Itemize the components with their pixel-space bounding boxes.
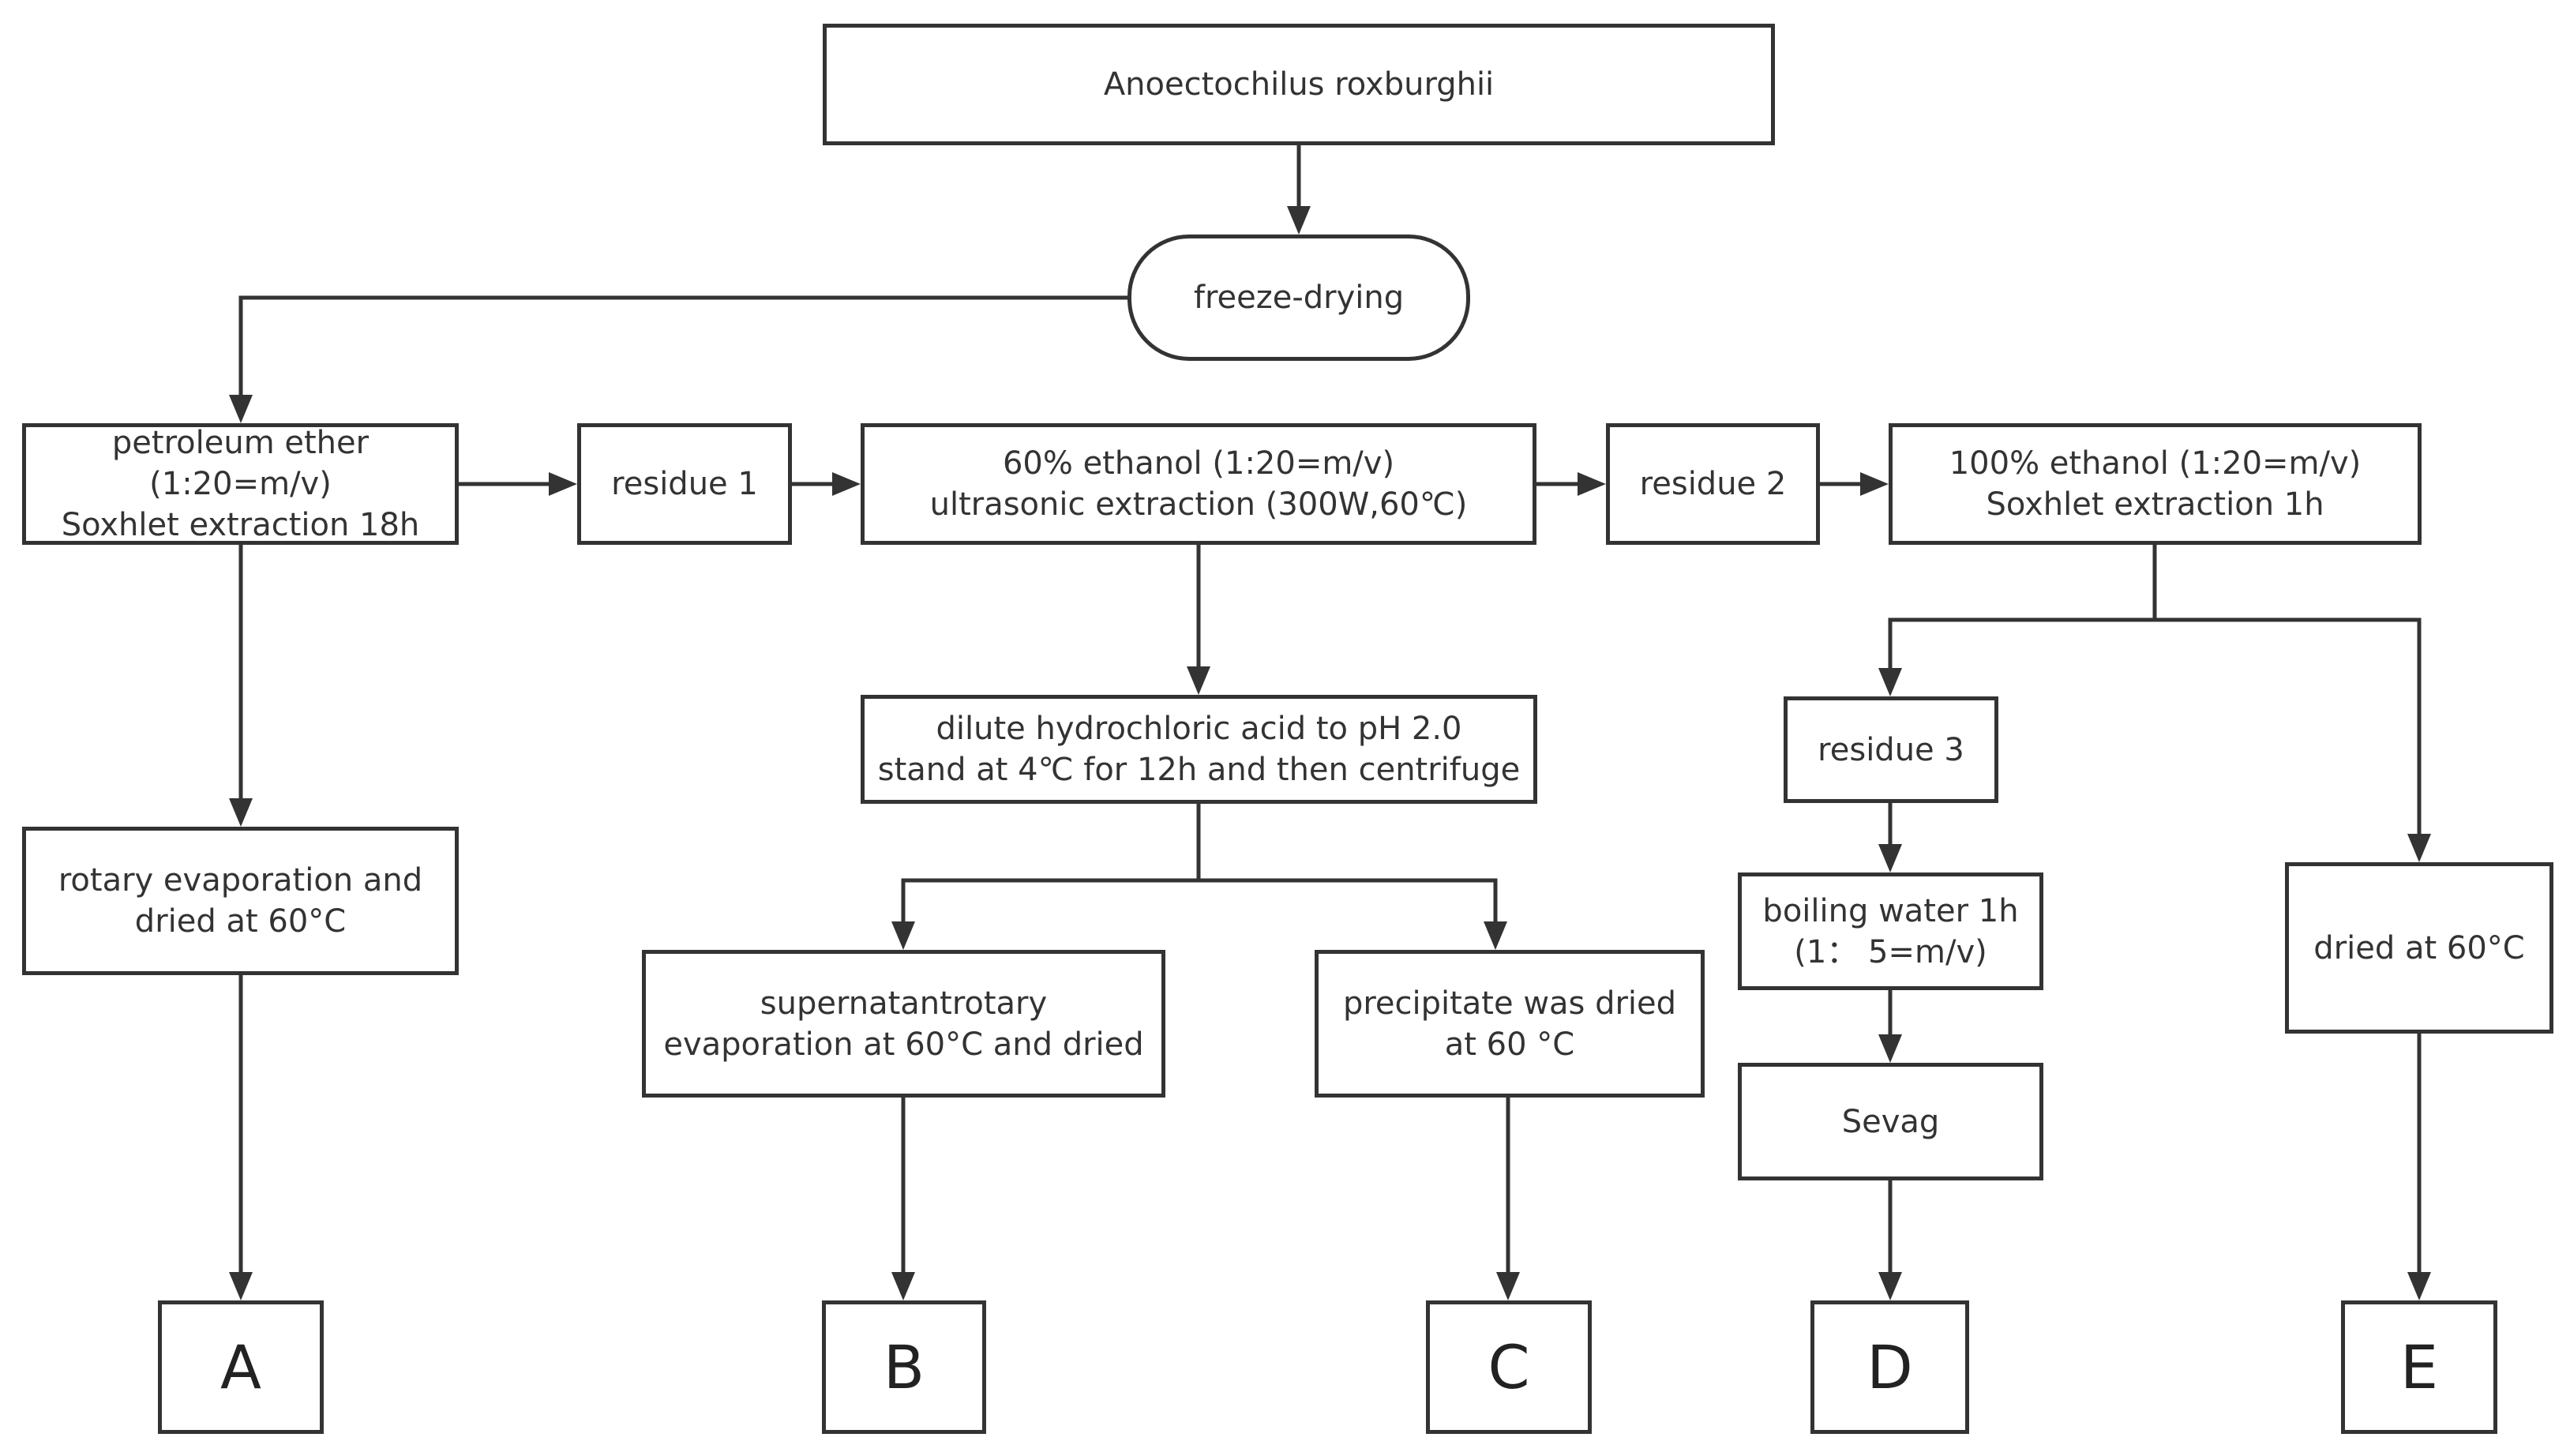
node-text-line: Anoectochilus roxburghii bbox=[1103, 66, 1495, 103]
node-precipitate: precipitate was dried at 60 °C bbox=[1315, 950, 1705, 1098]
arrowhead-icon bbox=[891, 921, 915, 950]
arrowhead-icon bbox=[2407, 1272, 2431, 1300]
arrowhead-icon bbox=[1496, 1272, 1520, 1300]
node-text-line: residue 2 bbox=[1639, 466, 1787, 502]
output-e: E bbox=[2341, 1300, 2497, 1434]
node-text-line: dried at 60°C bbox=[2313, 929, 2525, 966]
arrowhead-icon bbox=[832, 472, 861, 496]
node-residue-3: residue 3 bbox=[1784, 696, 1998, 803]
arrowhead-icon bbox=[2407, 834, 2431, 862]
node-text-line: petroleum ether bbox=[111, 425, 370, 461]
edge-freeze-to-petroleum bbox=[238, 295, 1127, 396]
arrowhead-icon bbox=[1287, 206, 1311, 235]
edge-ethanol100-to-dried bbox=[2152, 545, 2422, 835]
node-60-percent-ethanol: 60% ethanol (1:20=m/v) ultrasonic extrac… bbox=[861, 423, 1536, 545]
node-supernatant: supernatantrotary evaporation at 60°C an… bbox=[642, 950, 1165, 1098]
node-text-line: 100% ethanol (1:20=m/v) bbox=[1949, 445, 2362, 482]
arrowhead-icon bbox=[549, 472, 577, 496]
node-text-line: (1： 5=m/v) bbox=[1794, 933, 1987, 970]
arrowhead-icon bbox=[1860, 472, 1889, 496]
output-a: A bbox=[158, 1300, 324, 1434]
output-label: D bbox=[1867, 1331, 1913, 1402]
node-boiling-water: boiling water 1h (1： 5=m/v) bbox=[1738, 872, 2043, 990]
node-residue-2: residue 2 bbox=[1606, 423, 1820, 545]
node-text-line: 60% ethanol (1:20=m/v) bbox=[1002, 445, 1395, 482]
node-rotary-evaporation: rotary evaporation and dried at 60°C bbox=[22, 827, 459, 975]
node-freeze-drying: freeze-drying bbox=[1127, 235, 1470, 361]
node-text-line: residue 3 bbox=[1818, 731, 1964, 768]
node-text-line: at 60 °C bbox=[1444, 1026, 1575, 1063]
node-text-line: dilute hydrochloric acid to pH 2.0 bbox=[936, 711, 1462, 747]
node-petroleum-ether: petroleum ether (1:20=m/v) Soxhlet extra… bbox=[22, 423, 459, 545]
arrowhead-icon bbox=[229, 395, 253, 423]
arrowhead-icon bbox=[1578, 472, 1606, 496]
node-dilute-hydrochloric-acid: dilute hydrochloric acid to pH 2.0 stand… bbox=[861, 695, 1537, 804]
node-text-line: rotary evaporation and bbox=[58, 862, 423, 899]
node-text-line: (1:20=m/v) bbox=[149, 466, 332, 502]
output-label: A bbox=[220, 1331, 261, 1402]
arrowhead-icon bbox=[891, 1272, 915, 1300]
arrowhead-icon bbox=[229, 1272, 253, 1300]
node-text-line: residue 1 bbox=[611, 466, 758, 502]
arrowhead-icon bbox=[229, 798, 253, 827]
arrowhead-icon bbox=[1878, 1272, 1902, 1300]
node-text-line: freeze-drying bbox=[1193, 280, 1405, 316]
node-text-line: Sevag bbox=[1841, 1103, 1940, 1140]
output-label: C bbox=[1488, 1331, 1530, 1402]
node-dried-at-60: dried at 60°C bbox=[2285, 862, 2553, 1034]
node-text-line: ultrasonic extraction (300W,60℃) bbox=[929, 486, 1468, 523]
output-label: E bbox=[2399, 1331, 2439, 1402]
node-residue-1: residue 1 bbox=[577, 423, 792, 545]
node-text-line: evaporation at 60°C and dried bbox=[663, 1026, 1144, 1063]
output-label: B bbox=[883, 1331, 925, 1402]
node-anoectochilus-roxburghii: Anoectochilus roxburghii bbox=[823, 24, 1775, 145]
node-text-line: stand at 4℃ for 12h and then centrifuge bbox=[877, 752, 1521, 788]
node-text-line: precipitate was dried bbox=[1342, 985, 1677, 1022]
output-b: B bbox=[822, 1300, 986, 1434]
arrowhead-icon bbox=[1187, 666, 1210, 695]
node-text-line: supernatantrotary bbox=[760, 985, 1048, 1022]
output-c: C bbox=[1426, 1300, 1592, 1434]
node-100-percent-ethanol: 100% ethanol (1:20=m/v) Soxhlet extracti… bbox=[1889, 423, 2422, 545]
edge-hcl-to-supernatant bbox=[901, 804, 1201, 923]
node-text-line: Soxhlet extraction 18h bbox=[61, 507, 420, 543]
arrowhead-icon bbox=[1878, 668, 1902, 696]
arrowhead-icon bbox=[1484, 921, 1507, 950]
output-d: D bbox=[1810, 1300, 1969, 1434]
arrowhead-icon bbox=[1878, 844, 1902, 872]
node-text-line: Soxhlet extraction 1h bbox=[1986, 486, 2324, 523]
node-text-line: dried at 60°C bbox=[134, 903, 347, 940]
edge-ethanol100-to-residue3 bbox=[1888, 545, 2157, 670]
arrowhead-icon bbox=[1878, 1034, 1902, 1063]
edge-hcl-to-precipitate bbox=[1196, 804, 1498, 923]
node-sevag: Sevag bbox=[1738, 1063, 2043, 1180]
node-text-line: boiling water 1h bbox=[1762, 892, 2019, 929]
